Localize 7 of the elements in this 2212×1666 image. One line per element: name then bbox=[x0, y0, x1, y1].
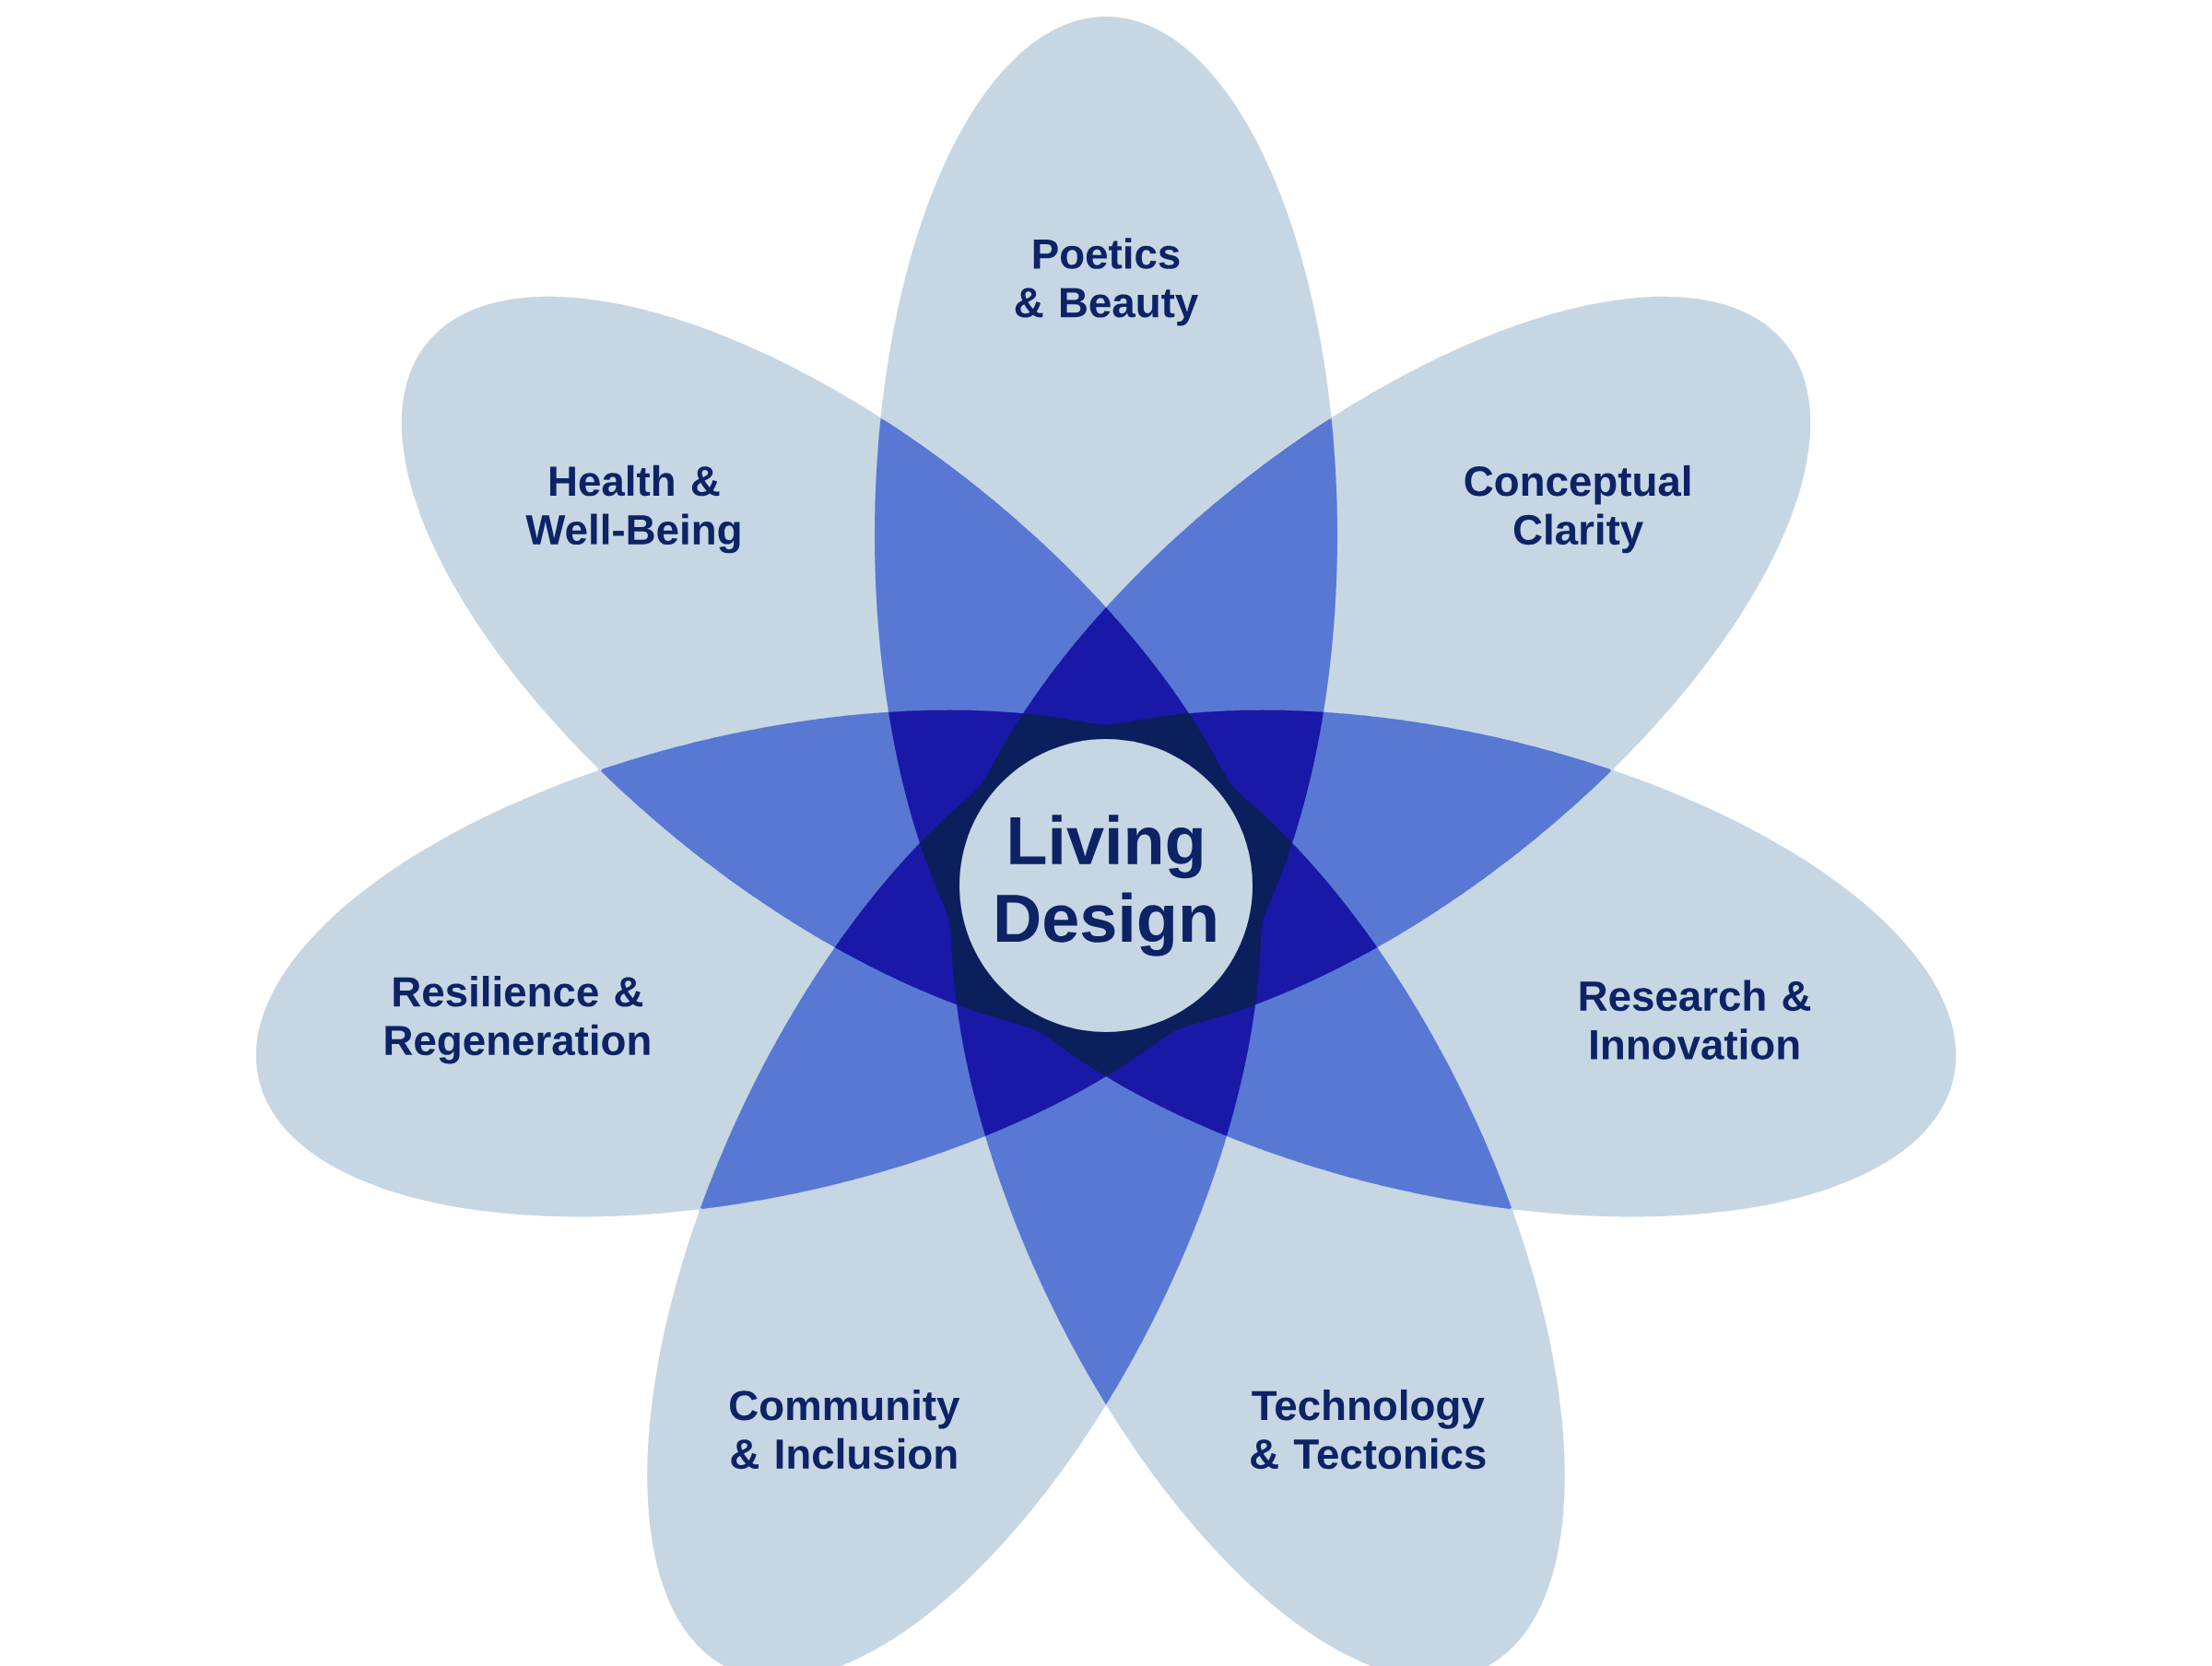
petal-label: Community & Inclusion bbox=[730, 1389, 960, 1470]
petal-label: Conceptual Clarity bbox=[1465, 464, 1690, 554]
petal-label: Poetics & Beauty bbox=[1015, 238, 1199, 326]
petal-label: Research & Innovation bbox=[1580, 980, 1811, 1060]
petal-label: Resilience & Regeneration bbox=[385, 976, 650, 1064]
petal-label: Technology & Tectonics bbox=[1251, 1389, 1486, 1470]
petal-label: Health & Well-Being bbox=[525, 464, 740, 554]
